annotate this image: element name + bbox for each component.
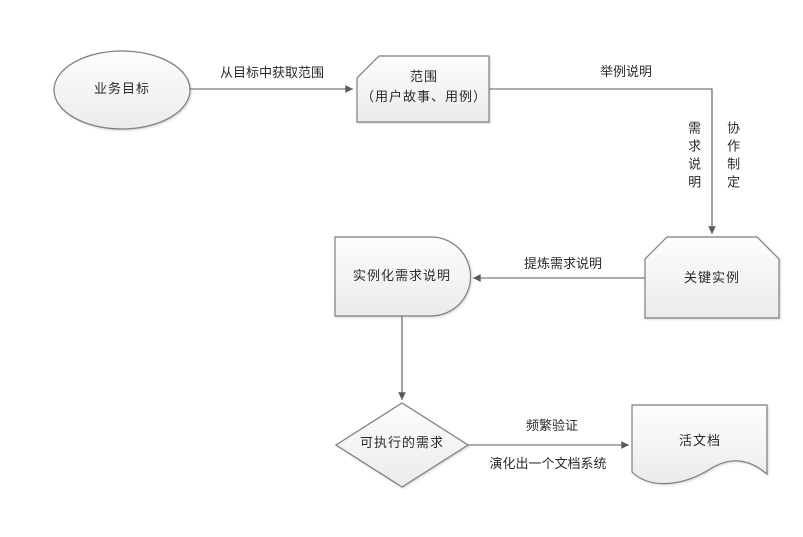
node-scope-subtitle: （用户故事、用例） <box>360 90 488 105</box>
connector-scope-to-key-examples <box>489 88 716 234</box>
shape-executable-requirements-diamond <box>334 402 470 488</box>
edge-label-frequent-validation: 频繁验证 <box>525 418 579 434</box>
edge-label-goal-to-scope: 从目标中获取范围 <box>219 65 325 81</box>
edge-side-label-requirement-spec: 需求说明 <box>685 121 701 193</box>
shape-instantiated-spec-delay <box>334 236 472 317</box>
node-scope-title: 范围 <box>409 69 439 85</box>
node-scope-label: 范围 （用户故事、用例） <box>361 70 487 107</box>
edge-label-scope-to-key-examples: 举例说明 <box>599 64 653 80</box>
node-business-goal-label: 业务目标 <box>93 81 151 97</box>
node-instantiated-spec-label: 实例化需求说明 <box>352 268 452 284</box>
edge-side-label-collaborative-definition: 协作制定 <box>724 121 740 193</box>
shape-key-examples <box>644 236 780 319</box>
node-key-examples-label: 关键实例 <box>683 270 741 286</box>
shape-scope-card <box>356 55 490 123</box>
node-executable-requirements-label: 可执行的需求 <box>359 435 445 451</box>
edge-label-evolve-doc-system: 演化出一个文档系统 <box>489 456 607 472</box>
edge-label-key-examples-to-spec: 提炼需求说明 <box>523 256 603 272</box>
shape-living-document <box>631 404 768 485</box>
shape-business-goal-ellipse <box>53 50 191 130</box>
node-living-document-label: 活文档 <box>678 433 722 449</box>
